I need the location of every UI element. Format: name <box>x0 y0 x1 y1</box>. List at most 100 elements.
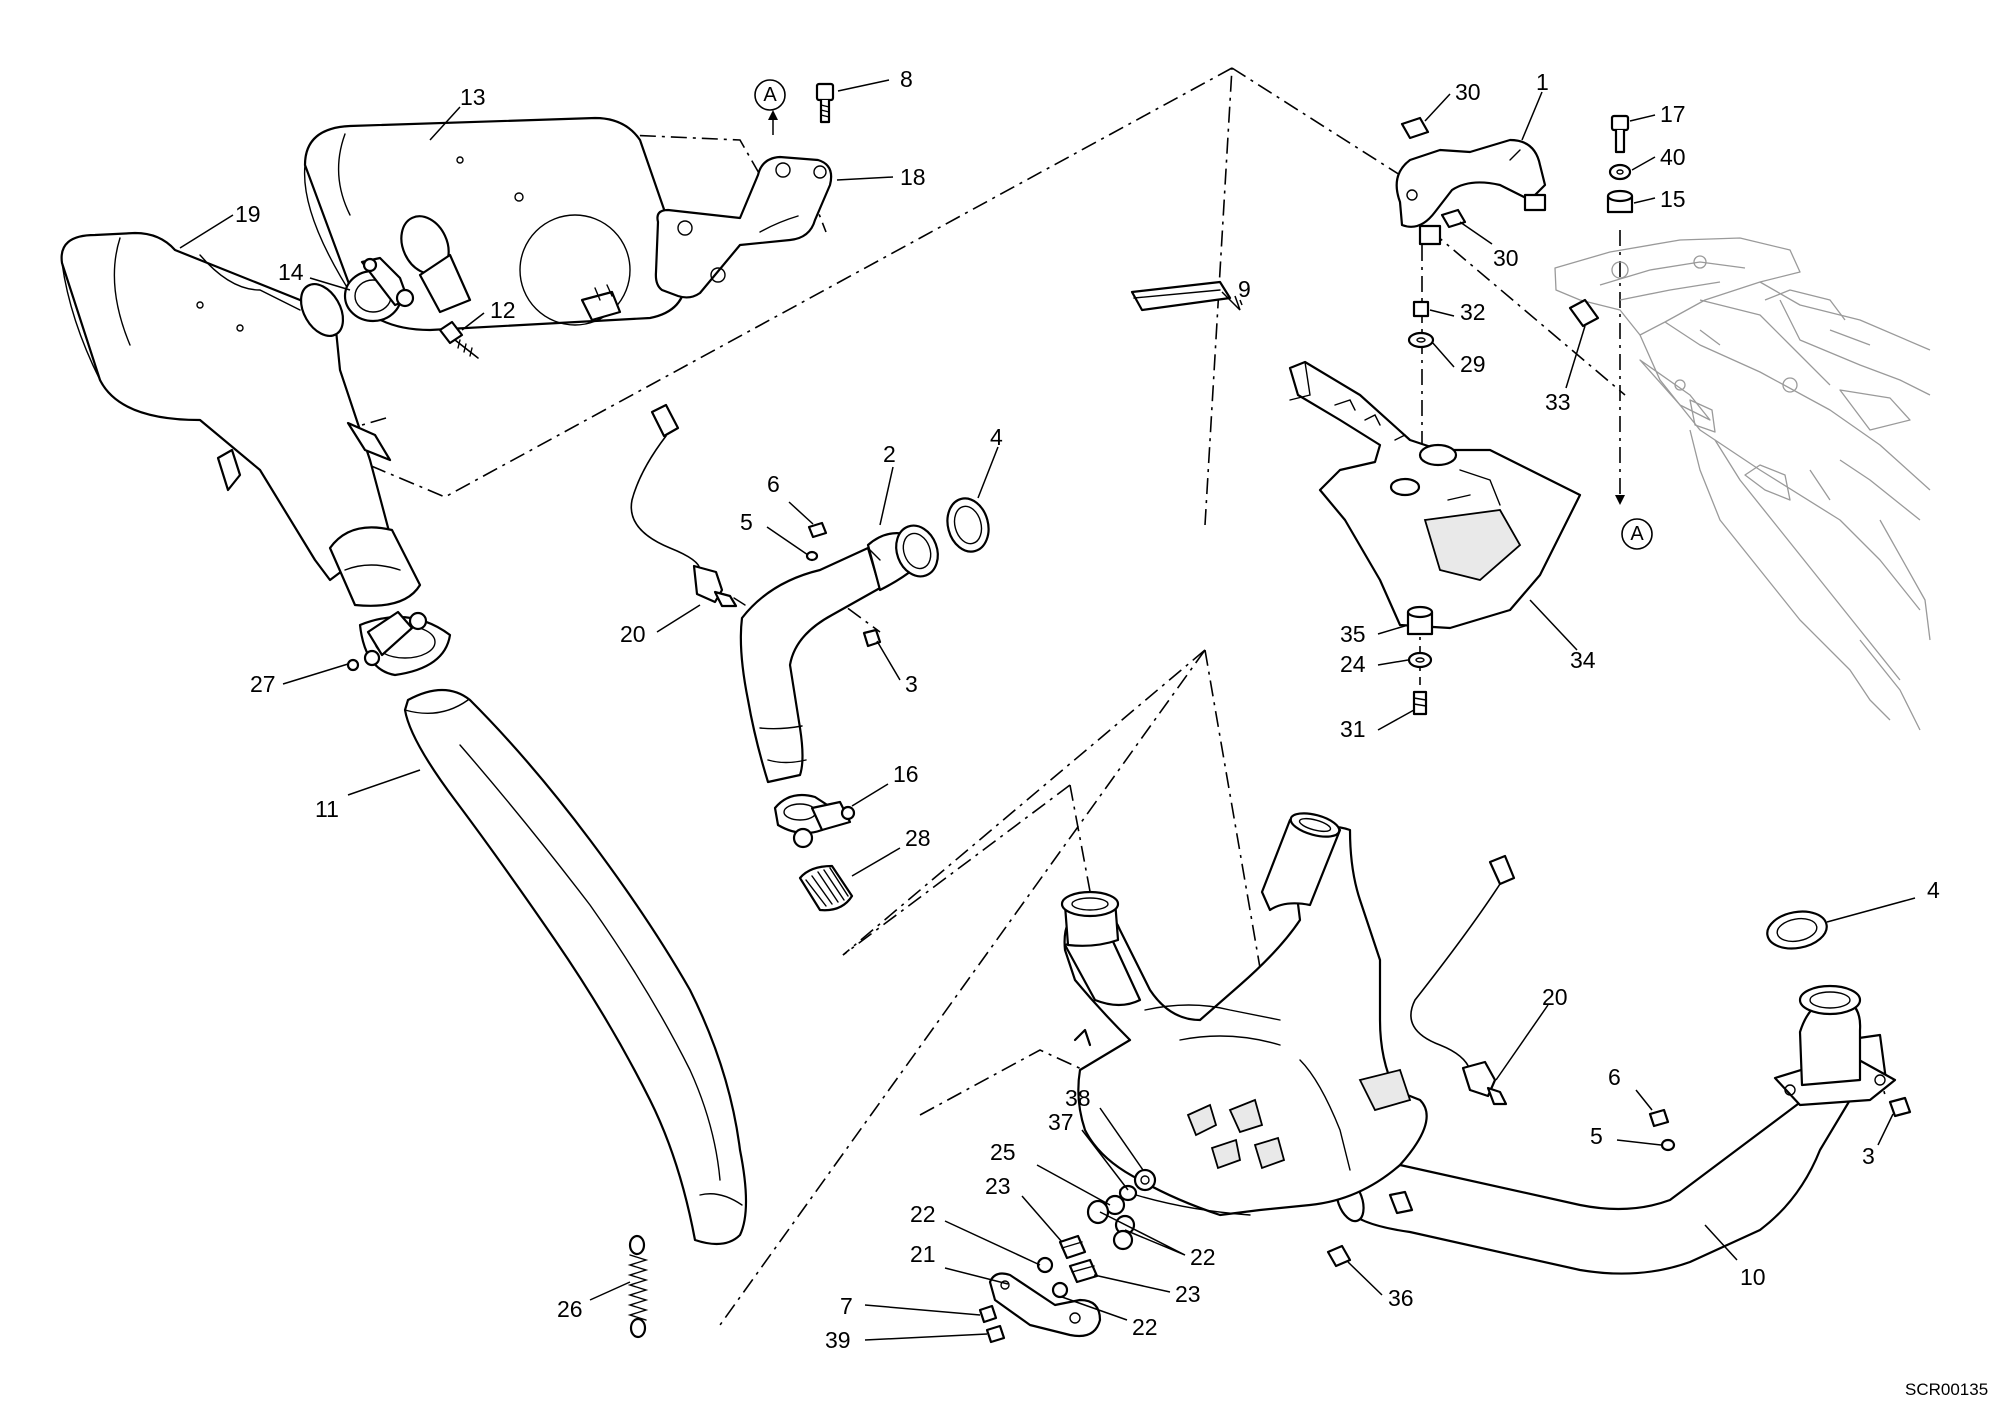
part-1-bracket <box>1395 138 1547 246</box>
callout-6-lower: 6 <box>1608 1064 1621 1090</box>
callout-30-lower: 30 <box>1493 245 1519 271</box>
part-18-bracket <box>654 155 833 299</box>
part-3-upper-nut <box>862 628 882 648</box>
callout-5-upper: 5 <box>740 509 753 535</box>
callout-11: 11 <box>315 796 339 822</box>
frame-ghost-outline <box>1554 237 1931 731</box>
callout-23-right: 23 <box>1175 1281 1201 1307</box>
part-28-sleeve <box>798 864 854 912</box>
callout-30-upper: 30 <box>1455 79 1481 105</box>
part-39-screw <box>985 1324 1006 1344</box>
part-12-bolt <box>438 320 479 359</box>
callout-5-lower: 5 <box>1590 1123 1603 1149</box>
callout-4-lower: 4 <box>1927 877 1940 903</box>
part-34-heat-shield <box>1288 360 1582 630</box>
callout-29: 29 <box>1460 351 1486 377</box>
part-26-spring <box>627 1234 649 1339</box>
callout-8: 8 <box>900 66 913 92</box>
callout-38: 38 <box>1065 1085 1091 1111</box>
callout-22-lower: 22 <box>1132 1314 1158 1340</box>
part-3-lower-nut <box>1888 1096 1912 1118</box>
callout-16: 16 <box>893 761 919 787</box>
part-38-nut <box>1133 1168 1157 1192</box>
callout-20-upper: 20 <box>620 621 646 647</box>
callout-33: 33 <box>1545 389 1571 415</box>
callout-9: 9 <box>1238 276 1251 302</box>
callout-6-upper: 6 <box>767 471 780 497</box>
part-15-grommet <box>1606 189 1634 214</box>
callout-10: 10 <box>1740 1264 1766 1290</box>
part-19-lower-silencer <box>60 231 422 607</box>
callout-14: 14 <box>278 259 304 285</box>
part-31-bolt <box>1412 690 1428 716</box>
callout-20-lower: 20 <box>1542 984 1568 1010</box>
part-21-bracket <box>988 1272 1102 1338</box>
part-9-pad <box>1130 280 1232 312</box>
callout-35: 35 <box>1340 621 1366 647</box>
callout-21: 21 <box>910 1241 936 1267</box>
central-manifold-collector <box>1060 812 1428 1217</box>
callout-23-left: 23 <box>985 1173 1011 1199</box>
svg-text:A: A <box>1630 523 1644 545</box>
callout-19: 19 <box>235 201 261 227</box>
part-7-screw <box>978 1304 998 1324</box>
part-33-grommet <box>1568 298 1600 328</box>
callout-labels: 1 2 3 3 4 4 5 5 6 6 7 8 9 <box>179 66 1940 1353</box>
part-5-upper-washer <box>805 550 819 562</box>
part-4-upper-gasket <box>946 497 990 553</box>
callout-39: 39 <box>825 1327 851 1353</box>
callout-7: 7 <box>840 1293 853 1319</box>
part-23-grommets <box>1058 1234 1099 1284</box>
callout-15: 15 <box>1660 186 1686 212</box>
callout-24: 24 <box>1340 651 1366 677</box>
callout-32: 32 <box>1460 299 1486 325</box>
part-6-upper-screw <box>807 521 828 539</box>
callout-36: 36 <box>1388 1285 1414 1311</box>
reference-mark-a-upper: A <box>754 79 786 135</box>
part-35-grommet <box>1406 605 1434 636</box>
callout-2: 2 <box>883 441 896 467</box>
part-27-clamp <box>346 610 452 677</box>
part-2-upper-header <box>739 524 939 784</box>
reference-mark-a-lower: A <box>1615 495 1653 550</box>
part-14-clamp <box>343 256 415 323</box>
callout-22-right: 22 <box>1190 1244 1216 1270</box>
callout-18: 18 <box>900 164 926 190</box>
part-6-lower-screw <box>1648 1108 1670 1128</box>
part-22-bushings <box>1036 1199 1134 1299</box>
part-30-upper-clip <box>1400 116 1430 140</box>
callout-3-upper: 3 <box>905 671 918 697</box>
part-29-washer <box>1407 331 1435 349</box>
part-4-lower-gasket <box>1766 910 1828 950</box>
part-17-bolt <box>1610 114 1630 154</box>
callout-1: 1 <box>1536 69 1549 95</box>
callout-17: 17 <box>1660 101 1686 127</box>
callout-26: 26 <box>557 1296 583 1322</box>
callout-3-lower: 3 <box>1862 1143 1875 1169</box>
part-8-bolt <box>815 82 835 124</box>
callout-37: 37 <box>1048 1109 1074 1135</box>
part-36-nut <box>1326 1244 1352 1268</box>
callout-13: 13 <box>460 84 486 110</box>
part-20-upper-lambda-sensor <box>630 403 746 608</box>
part-24-washer <box>1407 651 1433 669</box>
part-5-lower-washer <box>1660 1138 1676 1152</box>
part-10-lower-header <box>1335 984 1897 1275</box>
part-11-link-pipe <box>403 689 748 1246</box>
part-37-washer <box>1118 1184 1138 1202</box>
part-16-clamp <box>773 793 856 849</box>
callout-4-upper: 4 <box>990 424 1003 450</box>
callout-40: 40 <box>1660 144 1686 170</box>
callout-28: 28 <box>905 825 931 851</box>
callout-12: 12 <box>490 297 516 323</box>
callout-31: 31 <box>1340 716 1366 742</box>
drawing-code: SCR00135 <box>1905 1380 1988 1399</box>
callout-25: 25 <box>990 1139 1016 1165</box>
callout-34: 34 <box>1570 647 1596 673</box>
part-32-spacer <box>1412 300 1430 318</box>
part-20-lower-lambda-sensor <box>1410 854 1516 1106</box>
svg-text:A: A <box>763 84 777 106</box>
part-30-lower-clip <box>1440 208 1467 229</box>
part-25-spacer <box>1104 1194 1136 1236</box>
